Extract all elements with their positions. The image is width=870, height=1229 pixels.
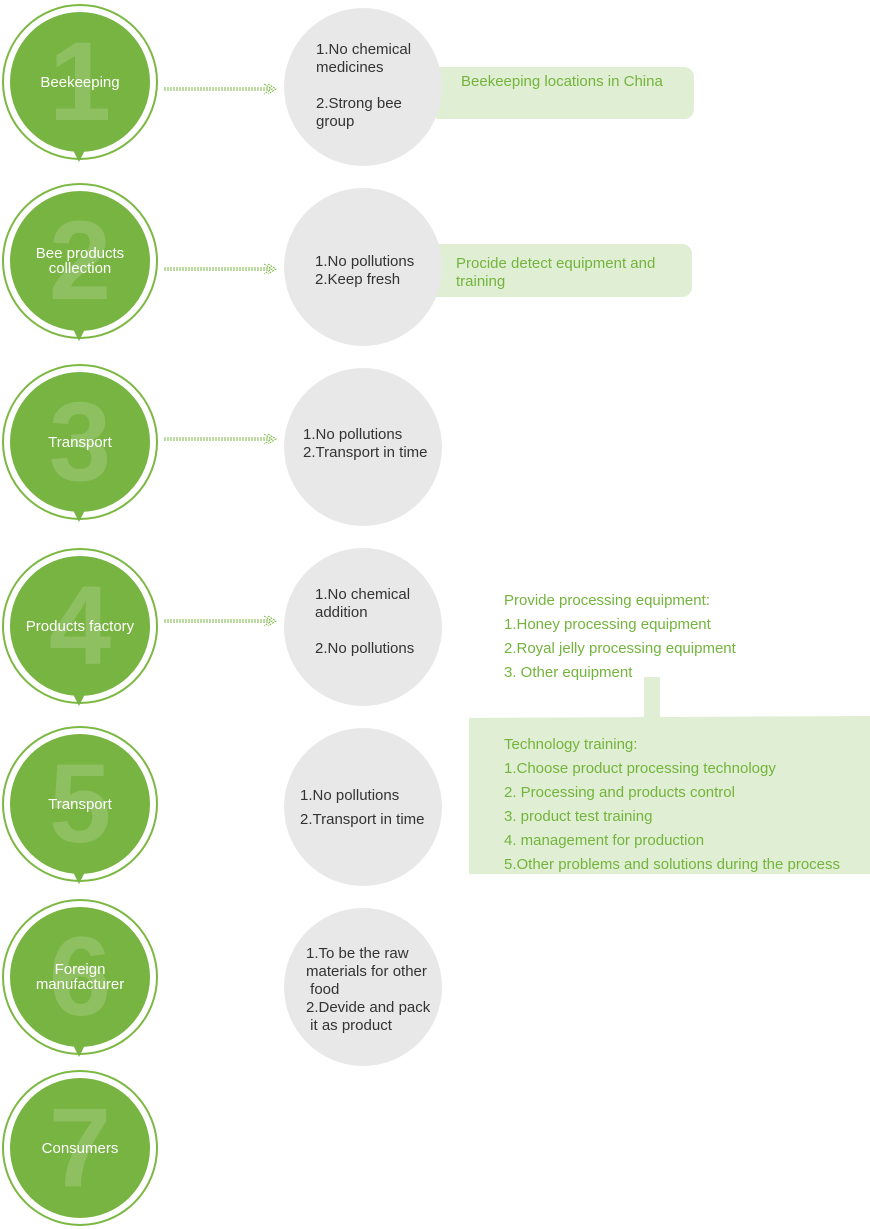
step-disc: 4 Products factory (10, 556, 150, 696)
processing-item: 2.Royal jelly processing equipment (504, 640, 736, 657)
training-item: 5.Other problems and solutions during th… (504, 856, 841, 873)
step-transport-1: 3 Transport (0, 362, 160, 522)
step-disc: 6 Foreign manufacturer (10, 907, 150, 1047)
notes-text-4: 1.No chemical addition 2.No pollutions (315, 586, 414, 658)
step-label: Beekeeping (40, 73, 120, 91)
note-line (316, 77, 411, 95)
step-disc: 7 Consumers (10, 1078, 150, 1218)
note-line: group (316, 113, 355, 130)
note-box-text: Beekeeping locations in China (461, 73, 663, 90)
step-label: Foreign manufacturer (35, 961, 125, 993)
notes-circle-4 (284, 548, 442, 706)
step-label: Transport (48, 433, 112, 451)
step-transport-2: 5 Transport (0, 724, 160, 884)
note-box-detect-equipment: Procide detect equipment and training (436, 244, 692, 297)
down-pointer-icon (73, 150, 85, 162)
note-box-text: Procide detect equipment and training (456, 255, 656, 290)
step-disc: 3 Transport (10, 372, 150, 512)
note-box-beekeeping-locations: Beekeeping locations in China (436, 67, 694, 119)
note-line: 2.Devide and pack (306, 999, 431, 1016)
step-products-factory: 4 Products factory (0, 546, 160, 706)
step-number: 6 (48, 914, 112, 1039)
step-number: 3 (48, 379, 112, 504)
step-number: 5 (48, 741, 112, 866)
note-line: food (306, 981, 340, 998)
step-label: Products factory (25, 617, 135, 635)
training-item: 4. management for production (504, 832, 705, 849)
technology-training-box (469, 716, 870, 874)
dotted-arrow-icon (164, 433, 278, 445)
dotted-arrow-icon (164, 263, 278, 275)
note-line: 2.Keep fresh (315, 271, 401, 288)
training-heading: Technology training: (504, 736, 638, 753)
note-line: 2.No pollutions (315, 640, 415, 657)
note-line: 1.To be the raw (306, 945, 409, 962)
note-line: 2.Transport in time (300, 811, 425, 828)
training-item: 1.Choose product processing technology (504, 760, 776, 777)
notes-circle-2 (284, 188, 442, 346)
step-label: Transport (48, 795, 112, 813)
processing-equipment-list: Provide processing equipment: 1.Honey pr… (504, 589, 736, 685)
notes-circle-6 (284, 908, 442, 1066)
notes-circle-3 (284, 368, 442, 526)
note-line: 1.No pollutions (303, 426, 403, 443)
processing-item: 3. Other equipment (504, 664, 633, 681)
notes-circle-1 (284, 8, 442, 166)
step-consumers: 7 Consumers (0, 1068, 160, 1228)
step-label: Consumers (41, 1139, 119, 1157)
notes-circle-5 (284, 728, 442, 886)
down-pointer-icon (73, 510, 85, 522)
note-line: 1.No chemical (316, 41, 412, 58)
step-number: 2 (48, 198, 112, 323)
step-disc: 1 Beekeeping (10, 12, 150, 152)
step-number: 7 (48, 1085, 112, 1210)
note-line: 2.Strong bee (316, 95, 402, 112)
step-disc: 2 Bee products collection (10, 191, 150, 331)
note-line: it as product (306, 1017, 392, 1034)
connector-tab (644, 677, 660, 719)
step-foreign-manufacturer: 6 Foreign manufacturer (0, 897, 160, 1057)
down-pointer-icon (73, 872, 85, 884)
down-pointer-icon (73, 694, 85, 706)
training-item: 2. Processing and products control (504, 784, 735, 801)
note-line: medicines (316, 59, 384, 76)
down-pointer-icon (73, 1045, 85, 1057)
notes-text-5: 1.No pollutions 2.Transport in time (300, 784, 425, 832)
step-label: Bee products collection (35, 245, 125, 277)
note-line: 1.No pollutions (315, 253, 415, 270)
step-bee-products-collection: 2 Bee products collection (0, 181, 160, 341)
processing-item: 1.Honey processing equipment (504, 616, 711, 633)
dotted-arrow-icon (164, 615, 278, 627)
note-line: 1.No pollutions (300, 787, 400, 804)
step-disc: 5 Transport (10, 734, 150, 874)
processing-heading: Provide processing equipment: (504, 592, 710, 609)
dotted-arrow-icon (164, 83, 278, 95)
notes-text-1: 1.No chemical medicines 2.Strong bee gro… (316, 41, 411, 131)
down-pointer-icon (73, 329, 85, 341)
note-line (315, 622, 414, 640)
step-beekeeping: 1 Beekeeping (0, 2, 160, 162)
note-line: 2.Transport in time (303, 444, 428, 461)
notes-text-3: 1.No pollutions 2.Transport in time (303, 426, 428, 462)
note-line: 1.No chemical (315, 586, 411, 603)
training-item: 3. product test training (504, 808, 653, 825)
note-line: addition (315, 604, 368, 621)
notes-text-6: 1.To be the raw materials for other food… (306, 945, 430, 1035)
step-number: 4 (48, 563, 112, 688)
step-number: 1 (48, 19, 112, 144)
notes-text-2: 1.No pollutions 2.Keep fresh (315, 253, 414, 289)
technology-training-list: Technology training: 1.Choose product pr… (504, 733, 840, 877)
note-line: materials for other (306, 963, 427, 980)
